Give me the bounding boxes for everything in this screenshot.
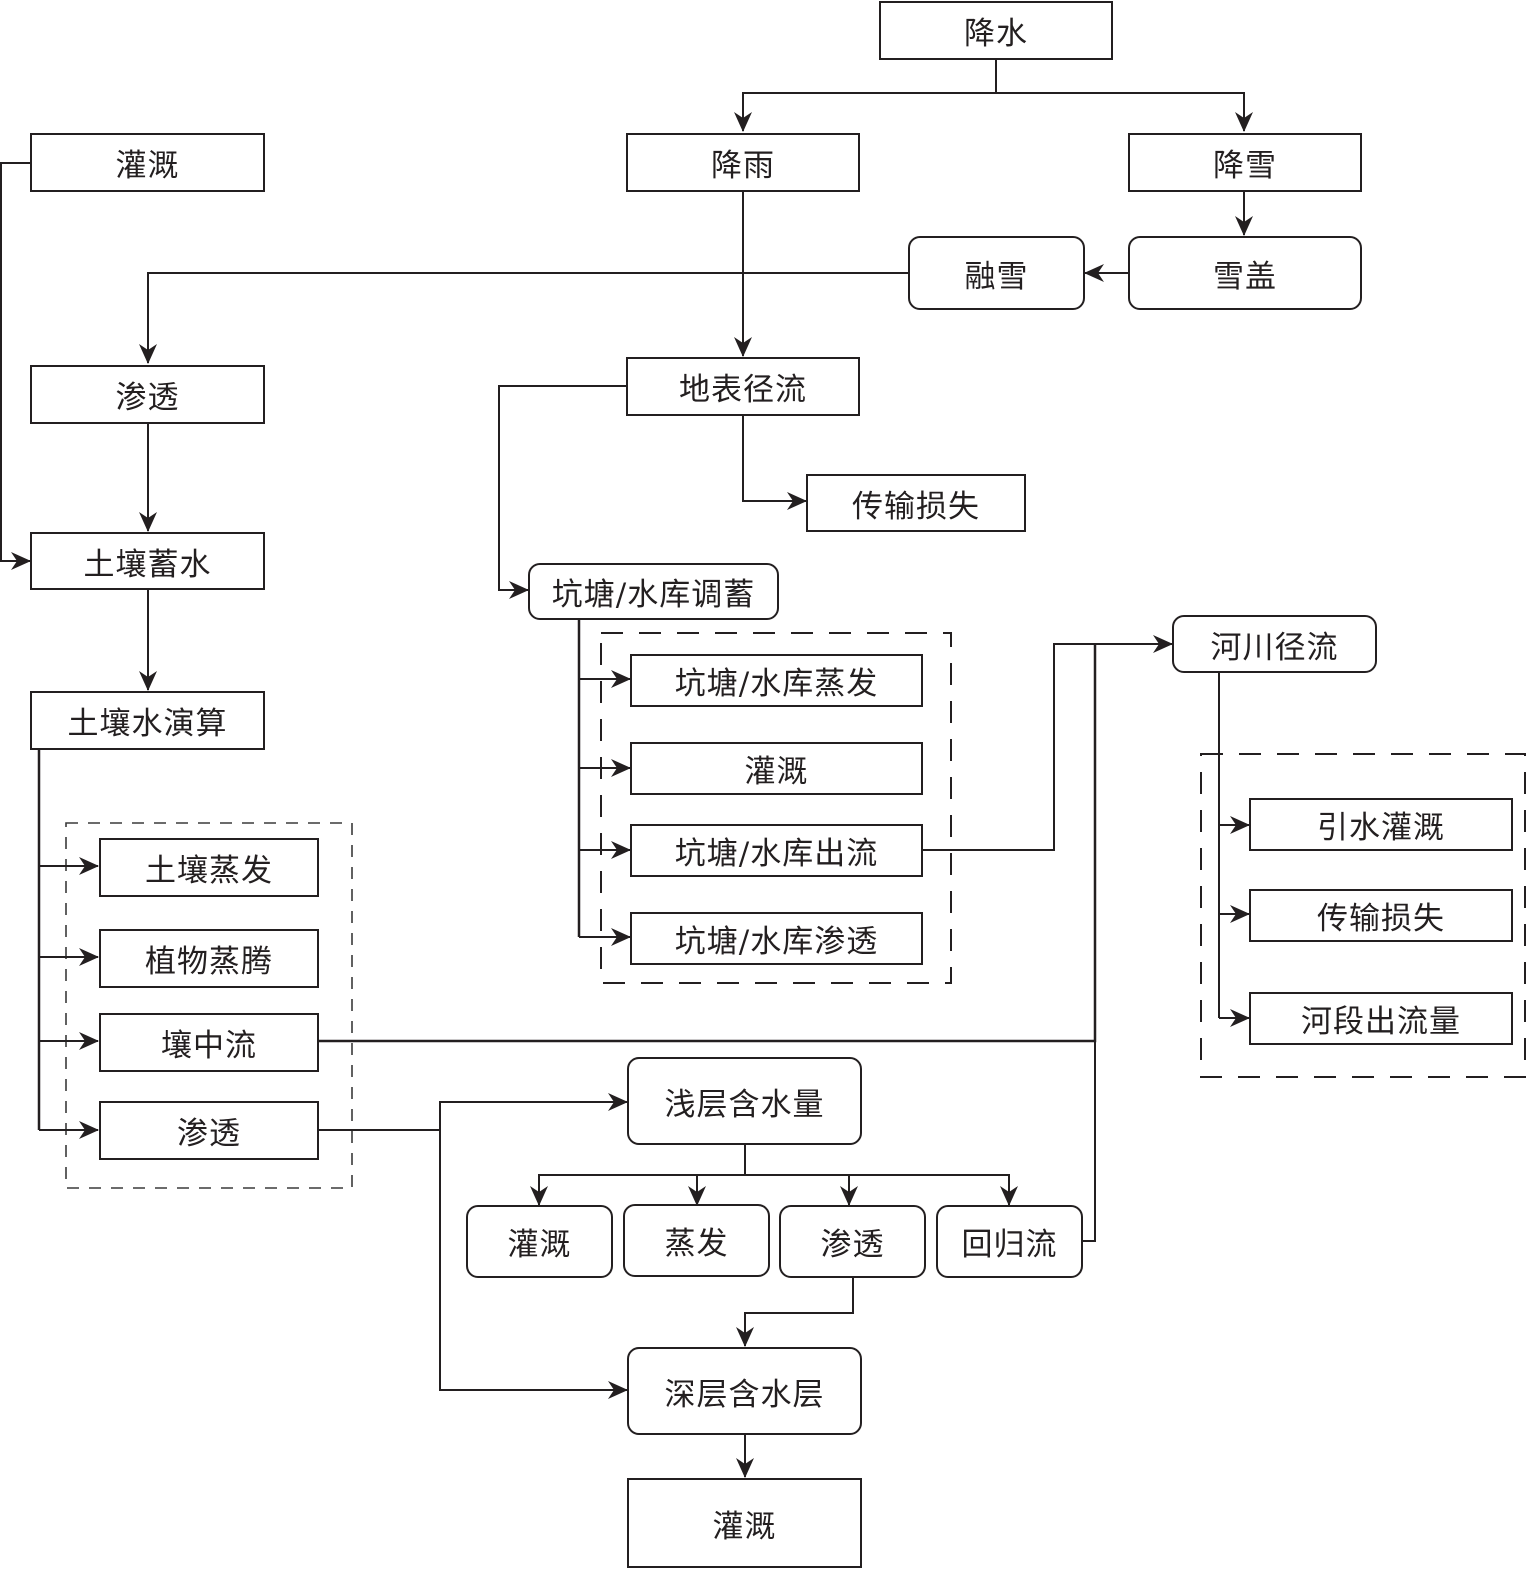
- node-reach-outflow: 河段出流量: [1249, 992, 1513, 1045]
- river-outputs-group: [1200, 753, 1526, 1078]
- edge-shallow-return-flow: [849, 1174, 1018, 1206]
- edge-pond-outflow-river: [922, 635, 1173, 851]
- node-label: 渗透: [820, 1227, 885, 1263]
- node-label: 河段出流量: [1301, 1004, 1461, 1040]
- node-surface-runoff: 地表径流: [626, 357, 860, 416]
- node-label: 壤中流: [161, 1028, 257, 1064]
- edge-precipitation-rainfall: [734, 92, 996, 132]
- edge-percolation-deep: [439, 1130, 628, 1399]
- edge-shallow-percolation-deep: [736, 1278, 854, 1347]
- edge-percolation-shallow: [439, 1093, 628, 1130]
- node-label: 降水: [964, 16, 1028, 52]
- pond-outputs-group: [600, 632, 952, 984]
- node-snowfall: 降雪: [1128, 133, 1362, 192]
- node-shallow-evaporation: 蒸发: [623, 1204, 770, 1277]
- node-label: 引水灌溉: [1317, 810, 1445, 846]
- node-label: 灌溉: [115, 148, 180, 184]
- node-transmission-loss-surface: 传输损失: [806, 474, 1026, 532]
- node-label: 灌溉: [744, 754, 809, 790]
- node-diversion-irrigation: 引水灌溉: [1249, 798, 1513, 851]
- node-label: 渗透: [177, 1116, 241, 1152]
- node-label: 植物蒸腾: [145, 944, 273, 980]
- node-irrigation-top-left: 灌溉: [30, 133, 265, 192]
- node-label: 坑塘/水库出流: [674, 836, 879, 872]
- node-label: 土壤蓄水: [83, 546, 212, 583]
- node-label: 土壤蒸发: [145, 853, 273, 889]
- node-river-runoff: 河川径流: [1172, 615, 1377, 673]
- node-pond-evaporation: 坑塘/水库蒸发: [630, 654, 923, 707]
- node-label: 深层含水层: [664, 1376, 825, 1413]
- node-snowpack: 雪盖: [1128, 236, 1362, 310]
- node-shallow-irrigation: 灌溉: [466, 1205, 613, 1278]
- node-label: 灌溉: [712, 1508, 777, 1545]
- node-label: 降雨: [711, 148, 775, 184]
- node-pond-irrigation: 灌溉: [630, 742, 923, 795]
- node-interflow: 壤中流: [99, 1013, 319, 1072]
- node-label: 坑塘/水库渗透: [674, 924, 879, 960]
- node-shallow-percolation: 渗透: [779, 1205, 926, 1278]
- edge-surface-runoff-pond: [498, 385, 626, 599]
- node-label: 灌溉: [507, 1227, 572, 1263]
- node-label: 河川径流: [1210, 629, 1339, 666]
- node-plant-transpiration: 植物蒸腾: [99, 929, 319, 988]
- node-label: 雪盖: [1213, 258, 1277, 295]
- edge-precipitation-snowfall: [996, 92, 1253, 132]
- node-transmission-loss-river: 传输损失: [1249, 889, 1513, 942]
- node-shallow-aquifer: 浅层含水量: [627, 1057, 862, 1145]
- node-return-flow: 回归流: [936, 1205, 1083, 1278]
- node-soil-evaporation: 土壤蒸发: [99, 838, 319, 897]
- edge-shallow-irrigation: [530, 1174, 745, 1206]
- node-label: 传输损失: [1317, 901, 1445, 937]
- node-label: 渗透: [115, 380, 180, 416]
- node-infiltration: 渗透: [30, 365, 265, 424]
- node-label: 降雪: [1213, 148, 1277, 184]
- node-deep-aquifer: 深层含水层: [627, 1347, 862, 1435]
- node-precipitation: 降水: [879, 1, 1113, 60]
- node-label: 土壤水演算: [67, 706, 228, 742]
- node-pond-reservoir-storage: 坑塘/水库调蓄: [528, 563, 779, 620]
- node-label: 蒸发: [664, 1226, 729, 1262]
- node-soil-storage: 土壤蓄水: [30, 532, 265, 590]
- edge-irrigation-soil-storage: [0, 162, 31, 570]
- node-soil-water-routing: 土壤水演算: [30, 691, 265, 750]
- node-label: 融雪: [964, 258, 1029, 295]
- node-label: 坑塘/水库蒸发: [674, 666, 879, 702]
- edge-shallow-percolation: [745, 1174, 858, 1206]
- node-pond-seepage: 坑塘/水库渗透: [630, 912, 923, 965]
- node-label: 浅层含水量: [664, 1086, 825, 1123]
- node-snowmelt: 融雪: [908, 236, 1085, 310]
- edge-return-flow-river: [1082, 1041, 1096, 1242]
- node-rainfall: 降雨: [626, 133, 860, 192]
- node-label: 坑塘/水库调蓄: [551, 577, 756, 613]
- soil-outputs-group: [65, 822, 353, 1189]
- node-deep-irrigation: 灌溉: [627, 1478, 862, 1568]
- node-label: 地表径流: [679, 372, 807, 408]
- node-soil-percolation: 渗透: [99, 1101, 319, 1160]
- node-pond-outflow: 坑塘/水库出流: [630, 824, 923, 877]
- edge-surface-runoff-transmission-loss: [742, 415, 807, 510]
- node-label: 传输损失: [852, 488, 980, 525]
- edge-snowmelt-infiltration: [139, 272, 908, 364]
- node-label: 回归流: [961, 1227, 1058, 1263]
